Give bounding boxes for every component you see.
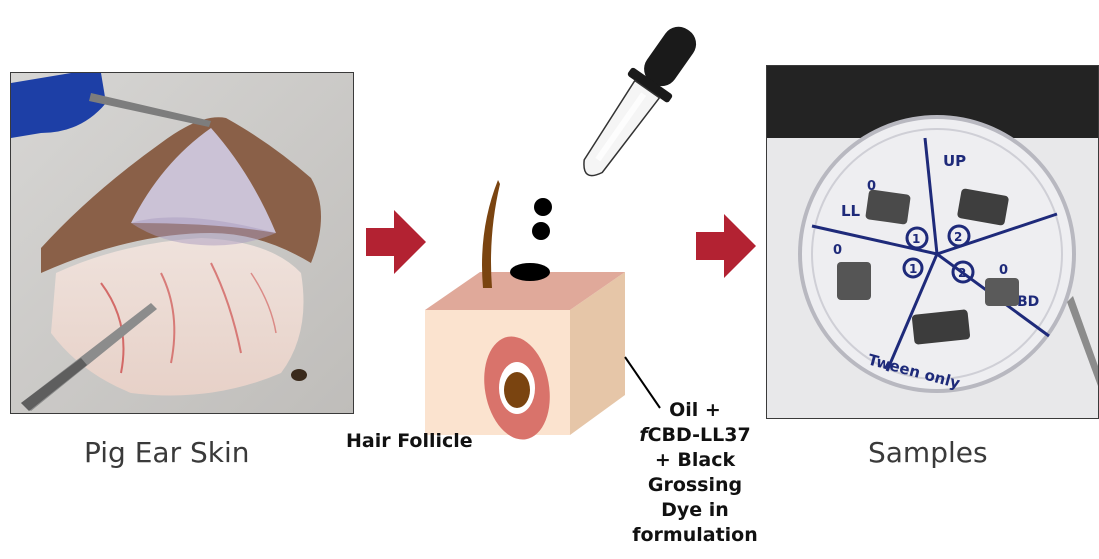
dish-label-num-2b: 2 <box>958 266 966 280</box>
dish-label-zero-b: 0 <box>833 243 842 258</box>
formulation-line-4: Grossing <box>616 473 774 498</box>
formulation-label: Oil + fCBD-LL37 + Black Grossing Dye in … <box>616 398 774 548</box>
skin-diagram <box>420 10 730 440</box>
formulation-line-1: Oil + <box>616 398 774 423</box>
formulation-line-5: Dye in <box>616 498 774 523</box>
process-arrow-1 <box>366 210 426 274</box>
pig-ear-skin-caption: Pig Ear Skin <box>84 436 250 469</box>
hair-shaft <box>482 180 500 288</box>
dish-label-num-1a: 1 <box>912 232 920 246</box>
process-arrow-2 <box>696 214 756 278</box>
dish-label-zero-c: 0 <box>999 263 1008 278</box>
dish-label-num-2a: 2 <box>954 230 962 244</box>
samples-photo: UP LL BD Tween only 1 2 1 2 0 0 0 <box>766 65 1099 419</box>
dish-label-num-1b: 1 <box>909 262 917 276</box>
dish-label-up: UP <box>943 152 966 170</box>
samples-caption: Samples <box>868 436 988 469</box>
formulation-line-3: + Black <box>616 448 774 473</box>
dish-label-bd: BD <box>1017 294 1039 310</box>
pig-ear-skin-photo <box>10 72 354 414</box>
hair-follicle-label: Hair Follicle <box>346 430 473 452</box>
formulation-line-6: formulation <box>616 523 774 548</box>
dish-label-ll: LL <box>841 202 861 220</box>
formulation-line-2: fCBD-LL37 <box>616 423 774 448</box>
